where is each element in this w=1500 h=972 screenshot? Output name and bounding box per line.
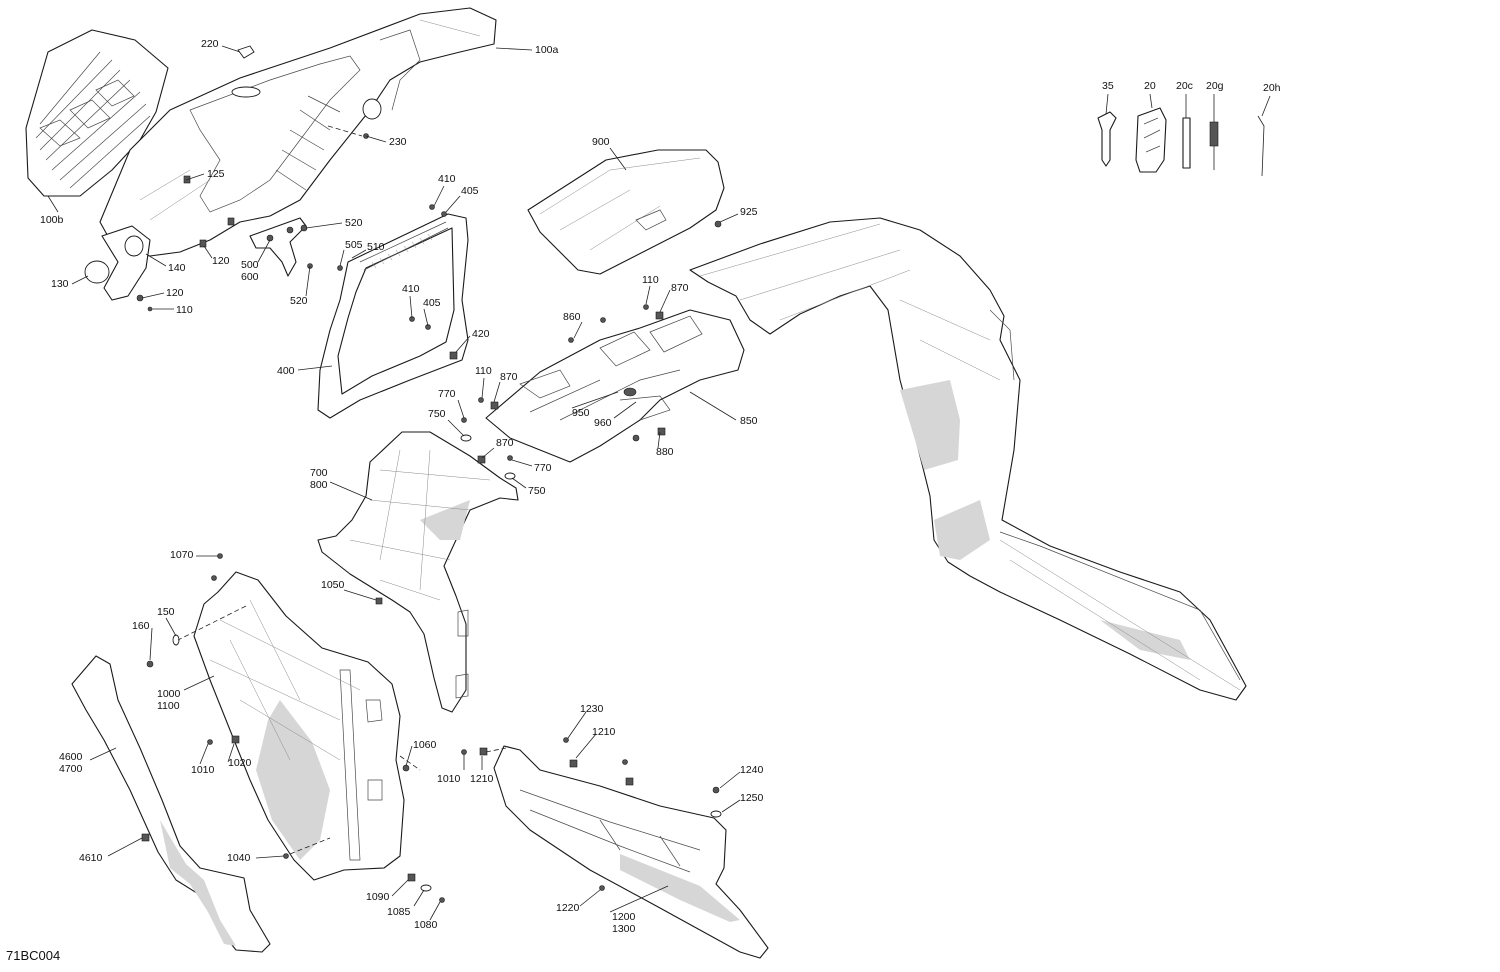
- front-fender-700-800: [317, 431, 519, 713]
- callout-1210-upper: 1210: [592, 726, 616, 738]
- callout-4610: 4610: [79, 852, 103, 864]
- callout-1085: 1085: [387, 906, 411, 918]
- callout-20h: 20h: [1263, 82, 1281, 94]
- callout-1300: 1300: [612, 923, 636, 935]
- callout-35: 35: [1102, 80, 1114, 92]
- callout-1010-left: 1010: [191, 764, 215, 776]
- side-panel-1000-1100: [193, 571, 405, 881]
- callout-770-lower: 770: [534, 462, 552, 474]
- callout-925: 925: [740, 206, 758, 218]
- callout-1250: 1250: [740, 792, 764, 804]
- callout-410-lower: 410: [402, 283, 420, 295]
- callout-505: 505: [345, 239, 363, 251]
- callout-870-lower: 870: [496, 437, 514, 449]
- callout-870-tray-left: 870: [500, 371, 518, 383]
- storage-lid-900: [527, 149, 725, 275]
- callout-400: 400: [277, 365, 295, 377]
- callout-800: 800: [310, 479, 328, 491]
- callout-110-tray-right: 110: [642, 274, 659, 286]
- callout-405-upper: 405: [461, 185, 479, 197]
- callout-750-upper: 750: [428, 408, 446, 420]
- front-grille-100b: [25, 29, 169, 197]
- callout-1220: 1220: [556, 902, 580, 914]
- drawing-reference-code: 71BC004: [6, 948, 61, 963]
- callout-520-upper: 520: [345, 217, 363, 229]
- cowl-trim-4600-4700: [71, 655, 271, 953]
- callout-750-lower: 750: [528, 485, 546, 497]
- callout-20g: 20g: [1206, 80, 1224, 92]
- callout-880: 880: [656, 446, 674, 458]
- callout-405-lower: 405: [423, 297, 441, 309]
- hardware-fasteners: [136, 45, 722, 903]
- callout-1060: 1060: [413, 739, 437, 751]
- callout-700: 700: [310, 467, 328, 479]
- rocker-panel-1200-1300: [493, 745, 769, 959]
- callout-4700: 4700: [59, 763, 83, 775]
- callout-870-tray-right: 870: [671, 282, 689, 294]
- callout-4600: 4600: [59, 751, 83, 763]
- callout-500: 500: [241, 259, 259, 271]
- rear-fender-assembly: [689, 217, 1247, 701]
- callout-220: 220: [201, 38, 219, 50]
- callout-410-upper: 410: [438, 173, 456, 185]
- callout-1210-lower: 1210: [470, 773, 494, 785]
- callout-150: 150: [157, 606, 175, 618]
- callout-1100: 1100: [157, 700, 180, 712]
- callout-960: 960: [594, 417, 612, 429]
- callout-850: 850: [740, 415, 758, 427]
- callout-600: 600: [241, 271, 259, 283]
- callout-120-upper: 120: [212, 255, 230, 267]
- callout-900: 900: [592, 136, 610, 148]
- floor-tray-850: [485, 309, 745, 463]
- callout-860: 860: [563, 311, 581, 323]
- callout-1020: 1020: [228, 757, 252, 769]
- front-fascia-100a: [99, 7, 497, 257]
- callout-100a: 100a: [535, 44, 559, 56]
- callout-1000: 1000: [157, 688, 181, 700]
- callout-1070: 1070: [170, 549, 194, 561]
- headlight-130-140: [84, 225, 151, 301]
- callout-140: 140: [168, 262, 186, 274]
- callout-770-upper: 770: [438, 388, 456, 400]
- callout-1010-right: 1010: [437, 773, 461, 785]
- callout-110-tray-left: 110: [475, 365, 492, 377]
- callout-20c: 20c: [1176, 80, 1193, 92]
- callout-1240: 1240: [740, 764, 764, 776]
- leader-lines: [47, 45, 1271, 921]
- callout-120-lower: 120: [166, 287, 184, 299]
- tool-kit: [1097, 107, 1265, 177]
- callout-1080: 1080: [414, 919, 438, 931]
- callout-520-lower: 520: [290, 295, 308, 307]
- callout-1200: 1200: [612, 911, 636, 923]
- callout-1050: 1050: [321, 579, 345, 591]
- callout-20: 20: [1144, 80, 1156, 92]
- callout-130: 130: [51, 278, 69, 290]
- callout-110-front: 110: [176, 304, 193, 316]
- callout-1090: 1090: [366, 891, 390, 903]
- callout-230: 230: [389, 136, 407, 148]
- callout-1040: 1040: [227, 852, 251, 864]
- callout-510: 510: [367, 241, 385, 253]
- callout-125: 125: [207, 168, 225, 180]
- callout-420: 420: [472, 328, 490, 340]
- callout-950: 950: [572, 407, 590, 419]
- radiator-frame-400: [317, 213, 469, 419]
- callout-1230: 1230: [580, 703, 604, 715]
- callout-100b: 100b: [40, 214, 64, 226]
- callout-160: 160: [132, 620, 150, 632]
